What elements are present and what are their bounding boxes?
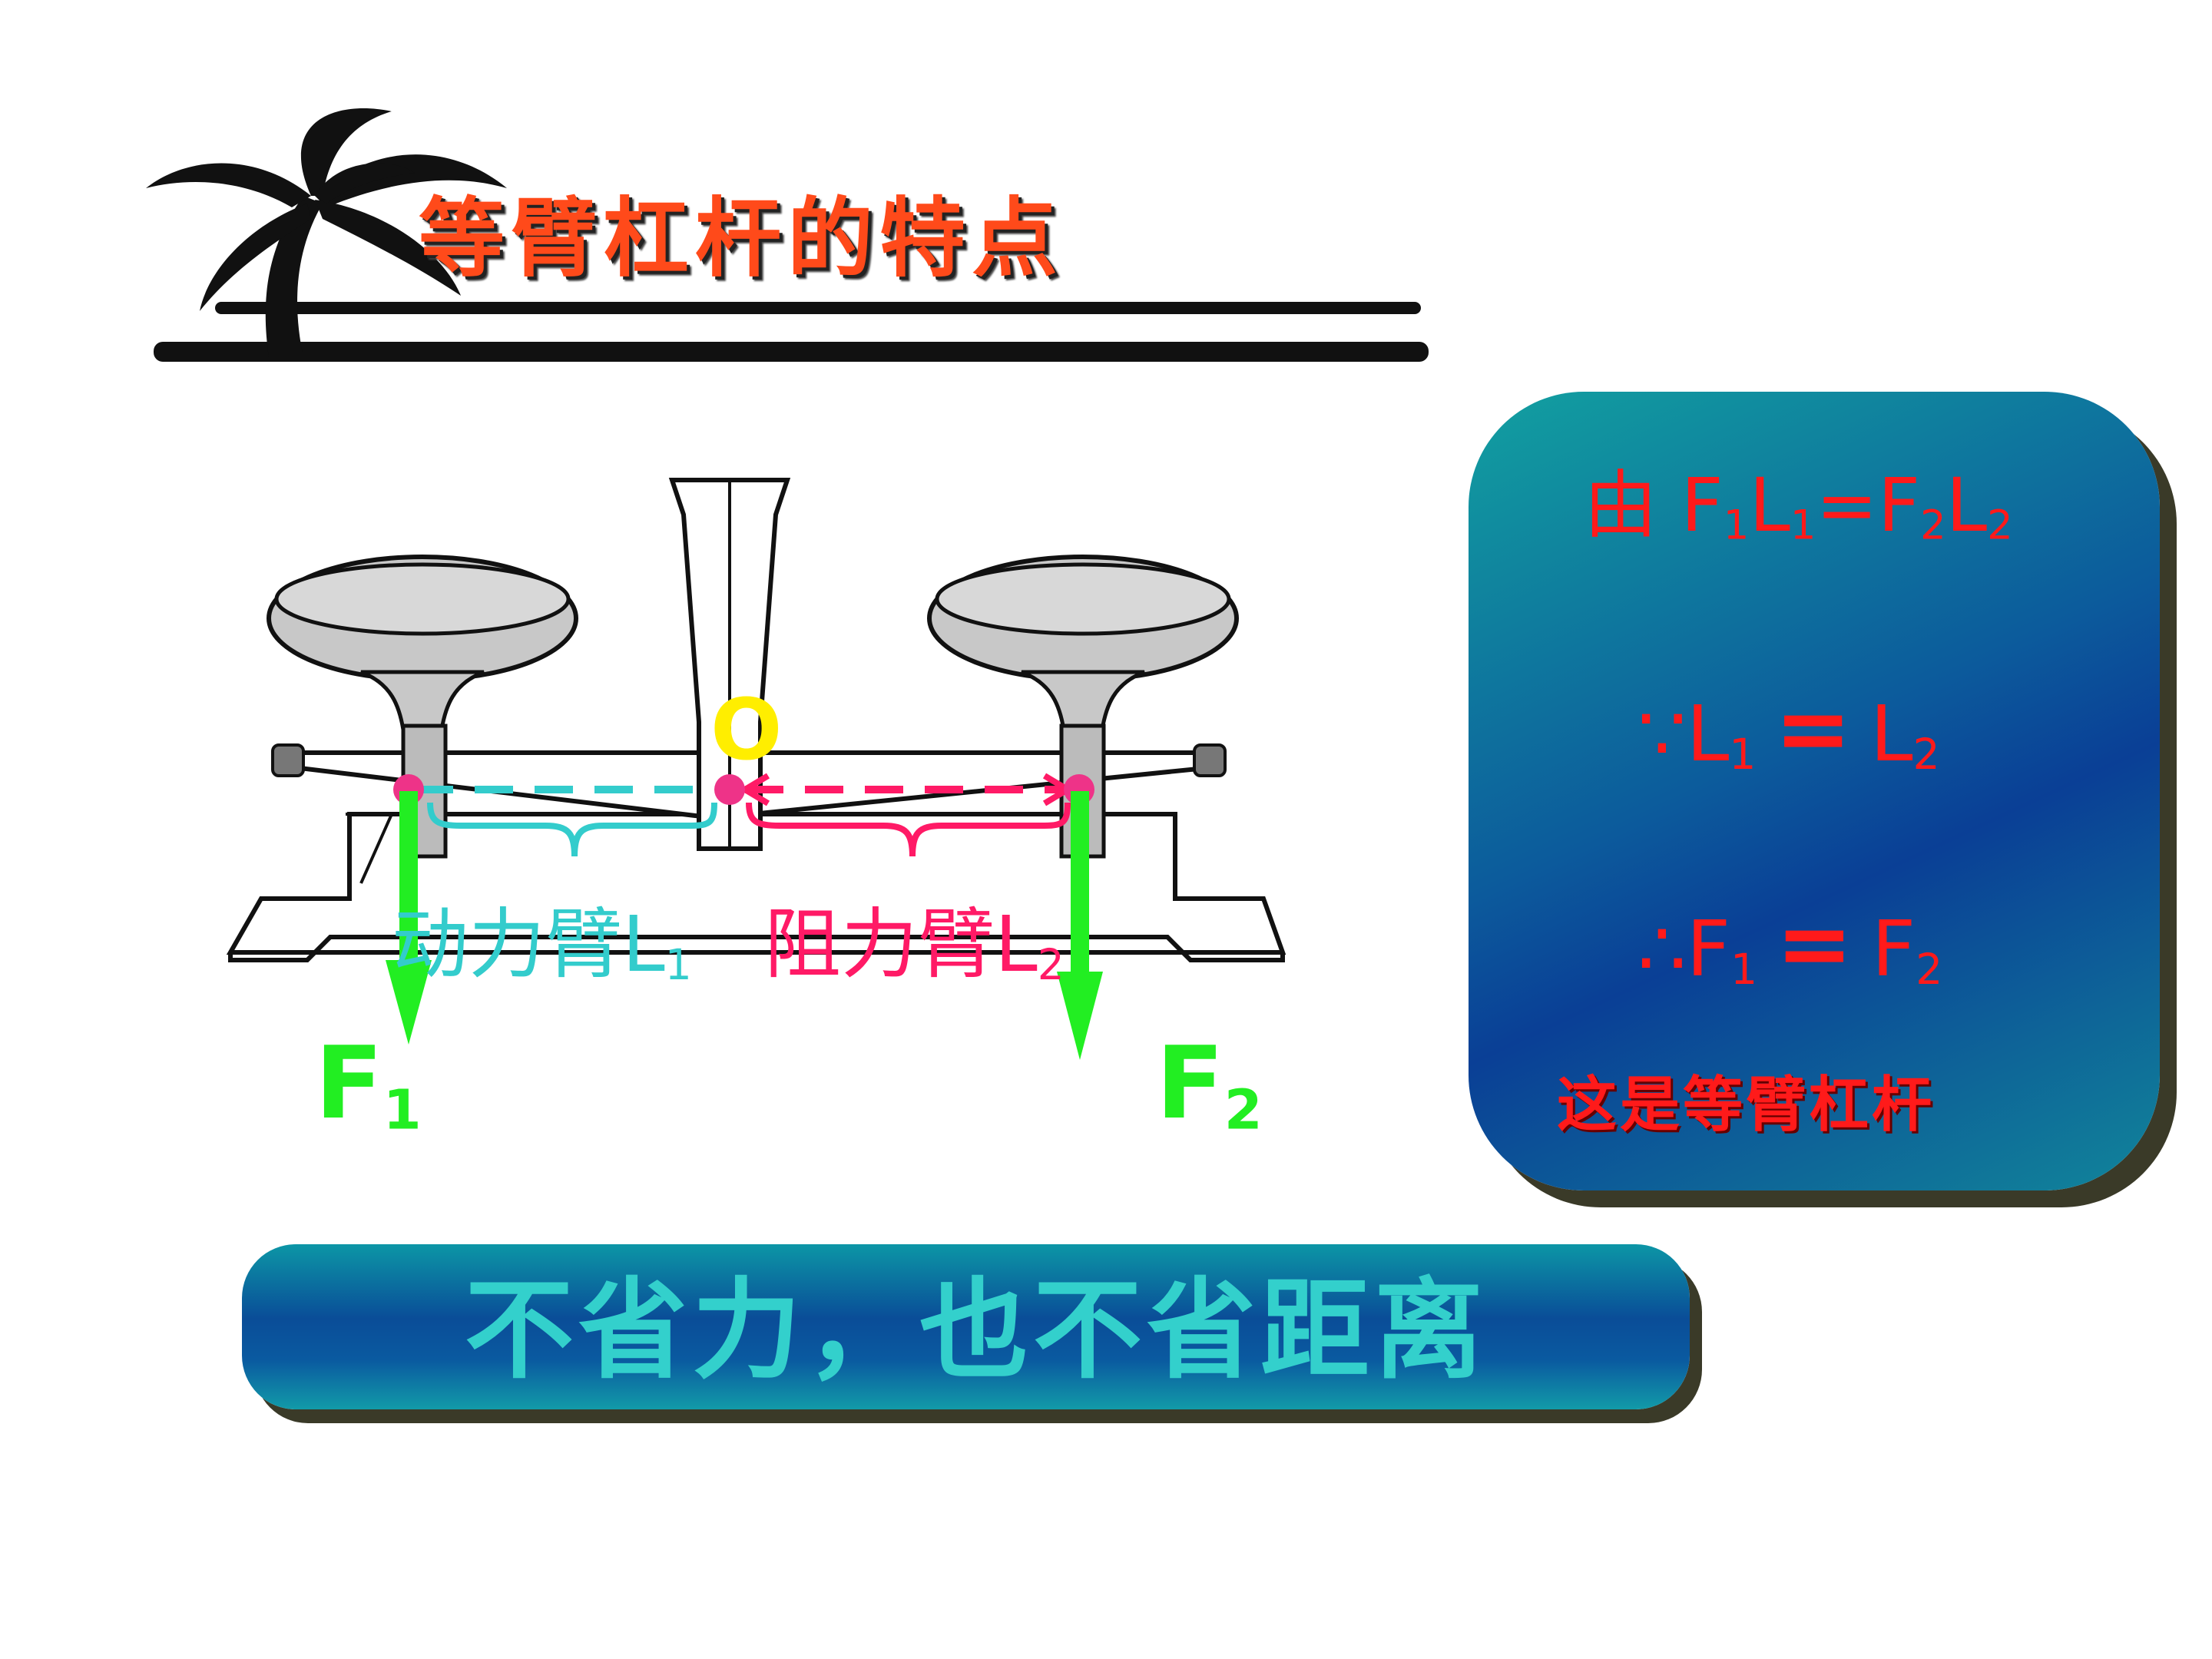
lever-formula: F1L1=F2L2 [1681, 462, 2013, 549]
effort-arm-label: 动力臂L1 [392, 899, 692, 989]
fulcrum-point [714, 774, 745, 805]
conclusion-banner: 不省力，也不省距离 [242, 1244, 1690, 1409]
right-pan [927, 555, 1239, 859]
balance-diagram [226, 478, 1286, 1060]
force1-label: F1 [315, 1025, 422, 1142]
effort-arm-brace [427, 802, 717, 857]
force1-arrow [386, 791, 432, 1045]
force2-label: F2 [1156, 1025, 1263, 1142]
equation-equal-forces: ∴F1=F2 [1637, 891, 1943, 998]
fulcrum-label: O [710, 680, 783, 779]
balance-base [226, 812, 1286, 955]
conclusion-text: 不省力，也不省距离 [465, 1267, 1488, 1394]
equation-equal-arms: ∵L1=L2 [1637, 676, 1940, 783]
equal-arm-lever-statement: 这是等臂杠杆 [1557, 1071, 1936, 1140]
resistance-arm-brace [746, 802, 1071, 857]
force2-arrow [1057, 791, 1103, 1060]
derivation-panel: 由 F1L1=F2L2 ∵L1=L2 ∴F1=F2 这是等臂杠杆 [1469, 392, 2160, 1190]
equation-lever-principle: 由 F1L1=F2L2 [1584, 462, 2013, 549]
left-pan [267, 555, 578, 859]
palm-tree-icon [146, 108, 1429, 362]
slide-title: 等臂杠杆的特点 [419, 189, 1064, 289]
resistance-arm-label: 阻力臂L2 [764, 899, 1065, 989]
